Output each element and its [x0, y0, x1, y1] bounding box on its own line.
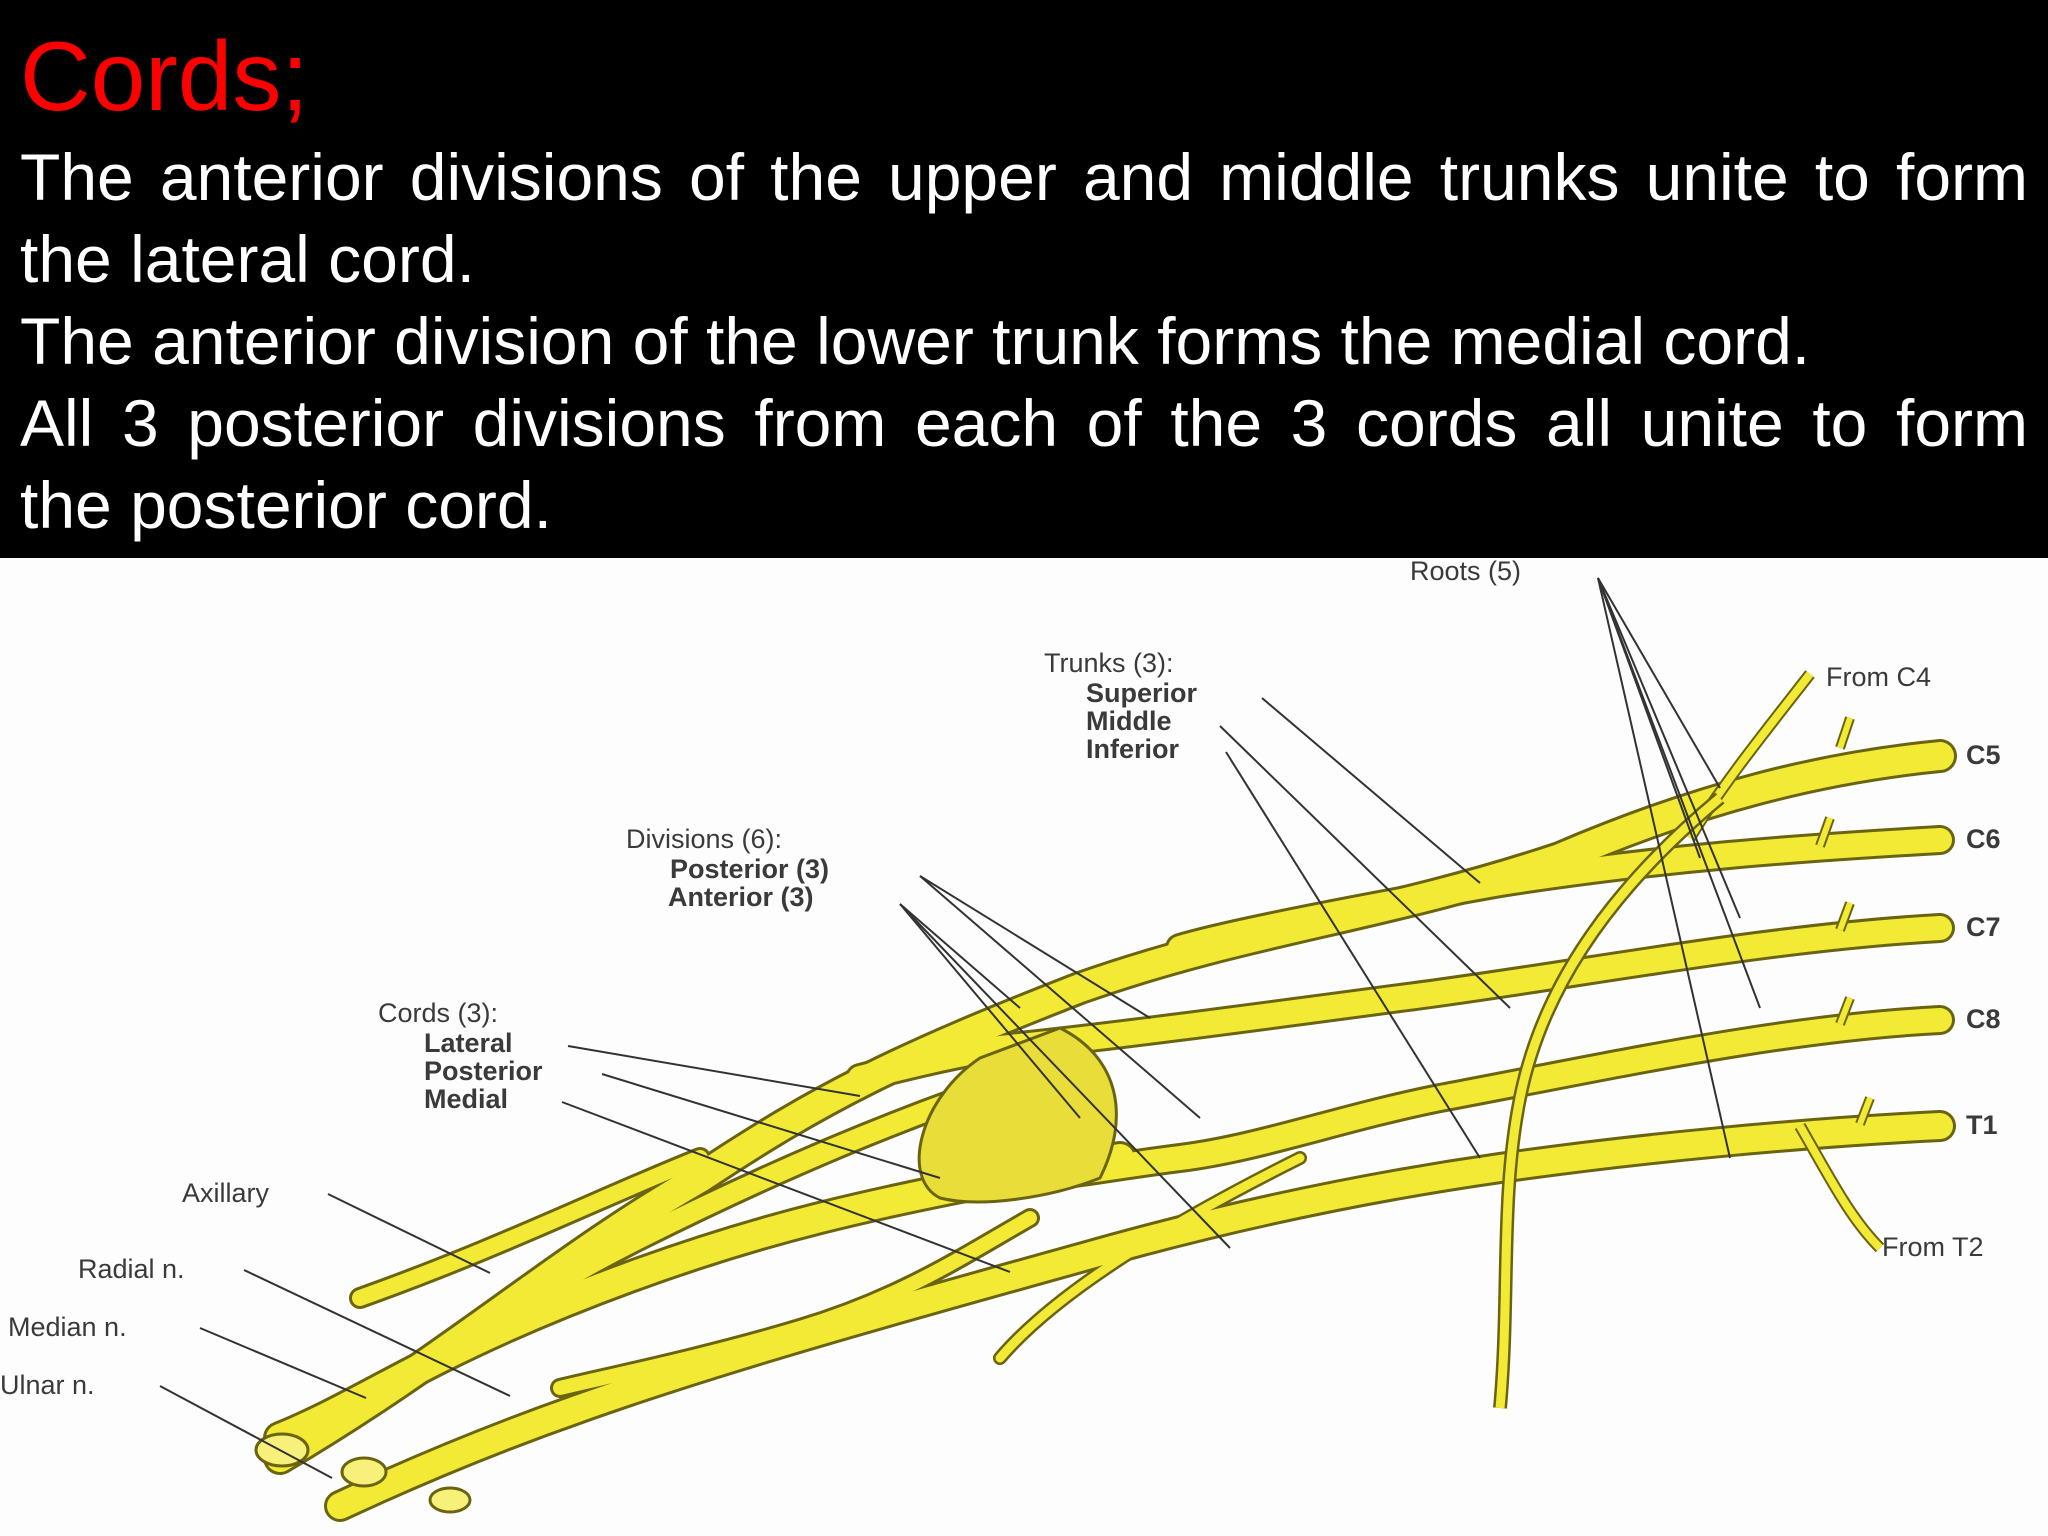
label-from-c4: From C4	[1826, 662, 1931, 692]
label-trunk-inferior: Inferior	[1086, 734, 1180, 764]
paragraph-line: All 3 posterior divisions from each of t…	[20, 386, 2028, 460]
paragraph-medial-cord: The anterior division of the lower trunk…	[20, 304, 1811, 378]
nerve-c7-path	[848, 916, 1952, 1090]
label-median: Median n.	[8, 1312, 127, 1342]
label-trunk-middle: Middle	[1086, 706, 1172, 736]
paragraph-line: The anterior divisions of the upper and …	[20, 140, 2028, 214]
paragraph-lateral-cord: The anterior divisions of the upper and …	[20, 136, 2028, 300]
cut-end-3	[428, 1486, 472, 1514]
radial-branch	[553, 1211, 1037, 1395]
nerve-t1-path	[327, 1113, 1953, 1519]
label-cords-heading: Cords (3):	[378, 998, 498, 1028]
label-cord-posterior: Posterior	[424, 1056, 543, 1086]
label-from-t2: From T2	[1882, 1232, 1984, 1262]
posterior-cord-junction	[917, 1026, 1118, 1204]
paragraph-posterior-cord: All 3 posterior divisions from each of t…	[20, 382, 2028, 546]
label-trunk-superior: Superior	[1086, 678, 1198, 708]
label-cord-lateral: Lateral	[424, 1028, 513, 1058]
label-divisions-heading: Divisions (6):	[626, 824, 782, 854]
label-division-posterior: Posterior (3)	[670, 854, 829, 884]
median-nerve	[410, 1068, 1030, 1378]
long-thoracic-nerve	[1495, 794, 1723, 1409]
paragraph-line: the lateral cord.	[20, 222, 475, 296]
slide-header: Cords; The anterior divisions of the upp…	[0, 0, 2048, 558]
paragraph-line: the posterior cord.	[20, 468, 552, 542]
label-t1: T1	[1966, 1110, 1998, 1140]
from-t2-nerve	[1796, 1124, 1883, 1251]
label-roots: Roots (5)	[1410, 558, 1521, 586]
label-axillary: Axillary	[182, 1178, 270, 1208]
label-c5: C5	[1966, 740, 2001, 770]
brachial-plexus-diagram: Roots (5) Trunks (3): Superior Middle In…	[0, 558, 2048, 1536]
axillary-nerve	[352, 1150, 708, 1306]
cut-end-2	[340, 1456, 388, 1488]
lower-branch	[995, 1153, 1305, 1363]
label-c8: C8	[1966, 1004, 2001, 1034]
label-cord-medial: Medial	[424, 1084, 508, 1114]
diagram-labels: Roots (5) Trunks (3): Superior Middle In…	[0, 558, 2001, 1400]
nerve-group	[254, 670, 1957, 1522]
label-c6: C6	[1966, 824, 2001, 854]
slide-title: Cords;	[20, 21, 309, 131]
nerve-c6-path	[1168, 828, 1952, 960]
plexus-svg: Roots (5) Trunks (3): Superior Middle In…	[0, 558, 2001, 1522]
label-division-anterior: Anterior (3)	[668, 882, 814, 912]
nerve-t1-path-outline	[324, 1110, 1956, 1522]
nerve-c5-path	[266, 742, 1954, 1472]
label-radial: Radial n.	[78, 1254, 185, 1284]
label-c7: C7	[1966, 912, 2001, 942]
pointer-lines	[159, 577, 1761, 1479]
label-ulnar: Ulnar n.	[0, 1370, 95, 1400]
label-trunks-heading: Trunks (3):	[1044, 648, 1174, 678]
